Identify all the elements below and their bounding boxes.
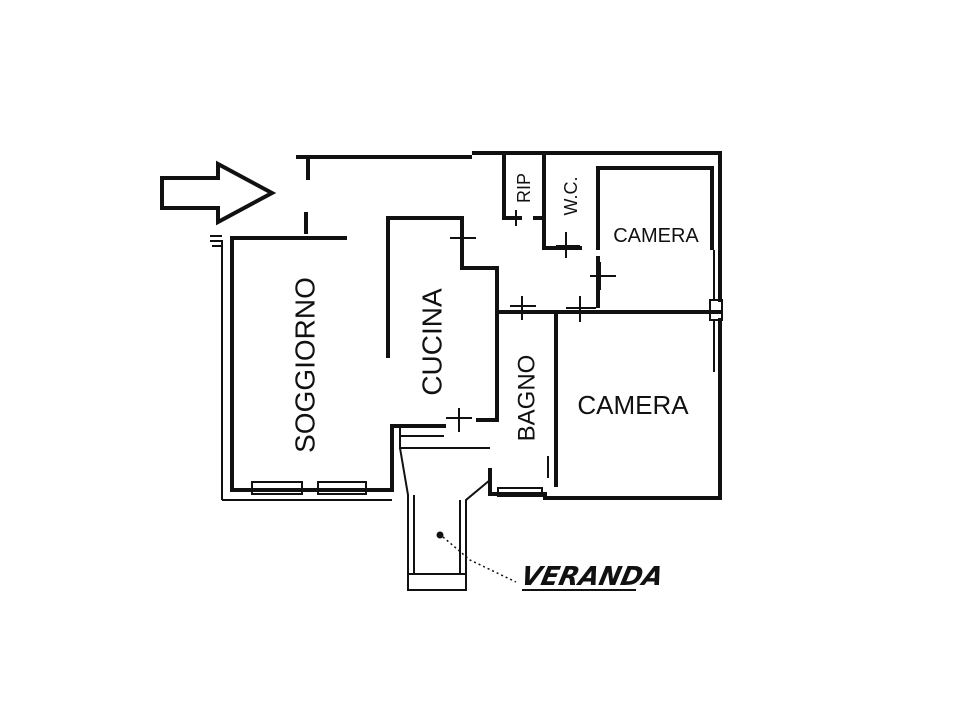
entrance-arrow-icon <box>160 160 277 226</box>
room-label-wc: W.C. <box>561 177 581 216</box>
room-label-camera-small: CAMERA <box>613 225 699 247</box>
room-label-cucina: CUCINA <box>417 288 448 396</box>
room-label-camera-large: CAMERA <box>577 390 689 420</box>
veranda-annotation: VERANDA <box>442 536 666 592</box>
room-label-soggiorno: SOGGIORNO <box>290 277 321 453</box>
outer-walls <box>210 151 722 501</box>
partition-walls <box>495 296 723 497</box>
room-label-rip: RIP <box>514 173 534 203</box>
service-walls <box>502 151 714 308</box>
veranda-label: VERANDA <box>518 562 666 592</box>
room-label-bagno: BAGNO <box>514 355 541 442</box>
veranda-structure <box>399 436 491 591</box>
